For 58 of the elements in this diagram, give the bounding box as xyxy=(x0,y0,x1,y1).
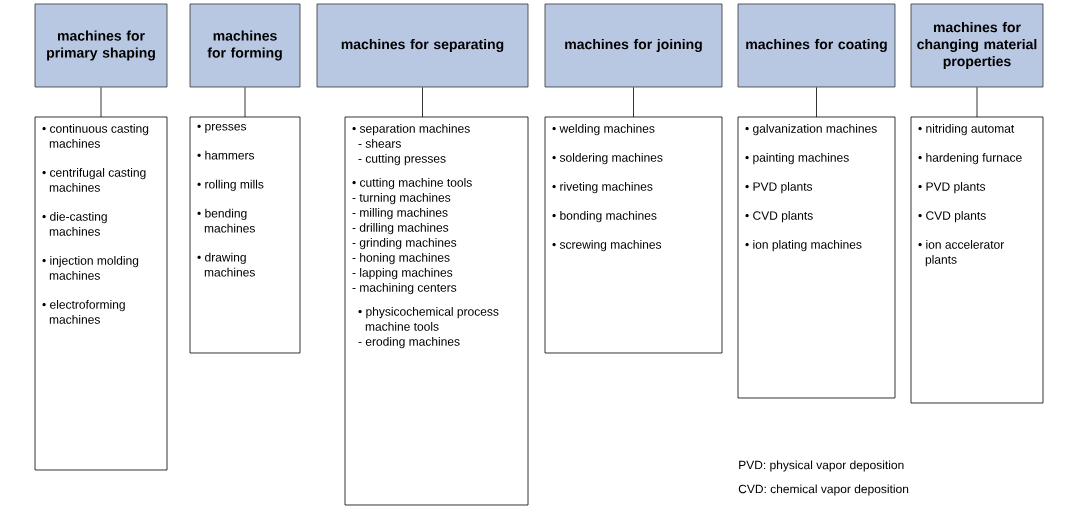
list-item: • continuous casting machines xyxy=(42,124,149,148)
list-item: • separation machines xyxy=(352,124,470,136)
list-item: - grinding machines xyxy=(352,238,457,250)
list-item: • screwing machines xyxy=(552,240,662,252)
list-item: - honing machines xyxy=(352,253,450,265)
list-item: - milling machines xyxy=(352,208,448,220)
list-box xyxy=(544,116,723,354)
list-item: • physicochemical process machine tools xyxy=(358,307,499,331)
list-item: • hardening furnace xyxy=(918,153,1022,165)
list-item: • drawing machines xyxy=(197,252,255,277)
list-item: - eroding machines xyxy=(358,337,460,349)
list-box xyxy=(910,116,1044,404)
list-item: - drilling machines xyxy=(352,223,449,235)
connector-line xyxy=(633,87,634,118)
note-text: PVD: physical vapor deposition xyxy=(739,460,904,472)
connector-line xyxy=(244,87,246,118)
list-item: - machining centers xyxy=(352,283,457,295)
connector-line xyxy=(100,87,102,118)
connector-line xyxy=(422,87,423,118)
category-box: machines for forming xyxy=(189,3,301,88)
list-item: • rolling mills xyxy=(197,179,264,191)
category-box: machines for separating xyxy=(316,3,529,88)
note-text: CVD: chemical vapor deposition xyxy=(738,484,909,496)
list-item: - shears xyxy=(358,139,401,148)
list-box xyxy=(344,116,529,506)
category-box: machines for primary shaping xyxy=(34,3,168,88)
category-box: machines for joining xyxy=(544,3,723,88)
list-item: • galvanization machines xyxy=(745,124,877,136)
list-item: • PVD plants xyxy=(745,182,813,194)
list-item: • painting machines xyxy=(745,153,849,165)
list-item: - lapping machines xyxy=(352,268,453,280)
connector-line xyxy=(816,87,817,118)
list-item: • ion plating machines xyxy=(745,240,862,252)
list-item: • hammers xyxy=(197,150,255,160)
list-item: • CVD plants xyxy=(745,211,813,223)
list-item: • presses xyxy=(197,124,247,133)
list-item: • injection molding machines xyxy=(42,256,139,280)
list-box xyxy=(189,116,301,354)
list-item: - cutting presses xyxy=(358,154,446,166)
category-box: machines for changing material properties xyxy=(910,3,1044,88)
list-item: • nitriding automat xyxy=(918,124,1015,136)
list-item: • die-casting machines xyxy=(42,212,107,236)
list-item: • electroforming machines xyxy=(42,300,125,324)
list-item: • riveting machines xyxy=(552,182,653,194)
list-item: • soldering machines xyxy=(552,153,663,165)
list-item: • bonding machines xyxy=(552,211,657,223)
connector-line xyxy=(976,87,978,118)
list-item: • ion accelerator plants xyxy=(918,240,1004,267)
list-item: - turning machines xyxy=(352,193,451,205)
list-box xyxy=(737,116,896,399)
list-item: • CVD plants xyxy=(918,211,986,223)
list-item: • welding machines xyxy=(552,124,655,136)
list-item: • PVD plants xyxy=(918,182,986,194)
list-item: • cutting machine tools xyxy=(352,178,472,190)
list-box xyxy=(34,116,168,471)
list-item: • bending machines xyxy=(197,208,255,233)
category-box: machines for coating xyxy=(737,3,896,88)
list-item: • centrifugal casting machines xyxy=(42,168,146,192)
